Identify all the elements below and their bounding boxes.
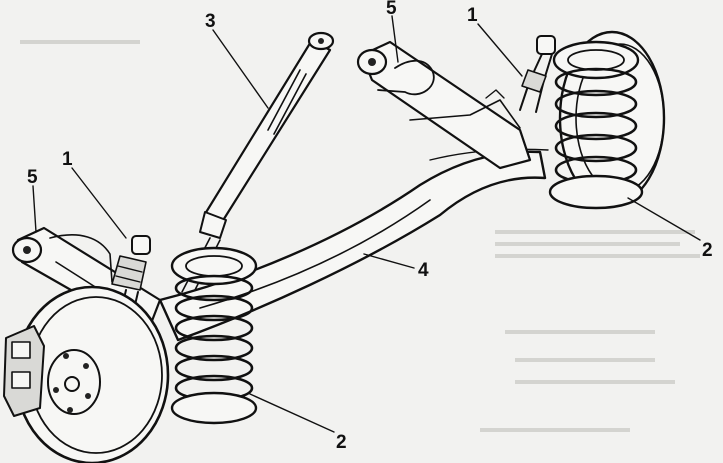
leader-3 bbox=[212, 29, 269, 109]
callout-labels: 3 5 1 1 5 4 2 2 bbox=[27, 0, 713, 453]
callout-2-left: 2 bbox=[336, 432, 347, 453]
leader-5-right bbox=[391, 15, 399, 63]
leader-2-right bbox=[627, 197, 701, 241]
panhard-rod bbox=[181, 31, 335, 297]
shock-absorber-left bbox=[111, 235, 151, 319]
coil-spring-right bbox=[548, 40, 644, 210]
leader-1-left bbox=[71, 167, 127, 239]
callout-1-left: 1 bbox=[62, 149, 73, 170]
callout-3: 3 bbox=[205, 11, 216, 32]
callout-5-right: 5 bbox=[386, 0, 397, 19]
callout-2-right: 2 bbox=[702, 240, 713, 261]
callout-1-right: 1 bbox=[467, 5, 478, 26]
coil-spring-left bbox=[170, 246, 258, 425]
shock-absorber-right bbox=[519, 35, 556, 113]
brake-disc-left bbox=[14, 285, 170, 463]
callout-5-left: 5 bbox=[27, 167, 38, 188]
leader-lines bbox=[32, 15, 701, 433]
callout-4: 4 bbox=[418, 260, 429, 281]
leader-1-right bbox=[477, 23, 523, 77]
brake-caliper-left bbox=[3, 325, 45, 417]
leader-5-left bbox=[32, 185, 37, 233]
leader-2-left bbox=[249, 393, 335, 433]
trailing-arm-right bbox=[356, 40, 532, 170]
leader-4 bbox=[363, 253, 415, 269]
bleed-through-text bbox=[20, 40, 700, 432]
